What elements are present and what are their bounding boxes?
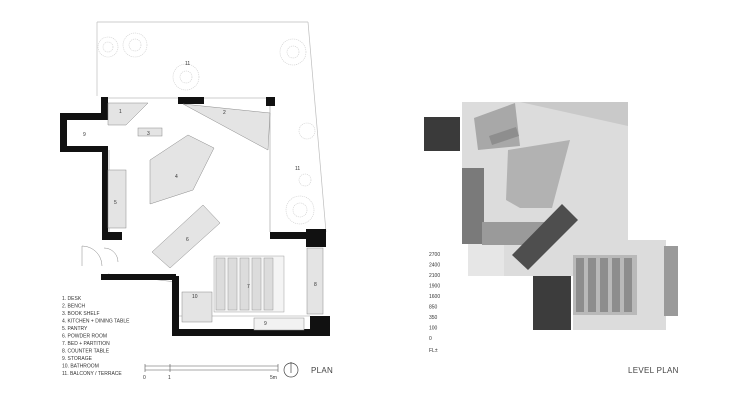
legend-item: 11. BALCONY / TERRACE xyxy=(62,371,122,377)
room-number-counter: 8 xyxy=(314,282,317,288)
scale-tick-1: 1 xyxy=(168,375,171,381)
kitchen-table xyxy=(149,134,215,205)
legend-item: 5. PANTRY xyxy=(62,326,88,332)
level-850: 850 xyxy=(429,305,438,311)
level-fl: FL± xyxy=(429,348,438,354)
room-number-powder: 6 xyxy=(186,237,189,243)
scale-tick-5m: 5m xyxy=(270,375,277,381)
level-0: 0 xyxy=(429,336,432,342)
site-boundary xyxy=(96,21,327,233)
powder-room xyxy=(151,204,221,269)
legend-item: 2. BENCH xyxy=(62,304,85,310)
room-numbers: 1 2 3 4 5 6 7 8 9 9 10 11 11 xyxy=(83,61,317,327)
level-plan-title: LEVEL PLAN xyxy=(628,366,679,375)
room-number-bench: 2 xyxy=(223,110,226,116)
tree-icon xyxy=(172,63,200,91)
north-arrow-icon xyxy=(283,362,299,378)
level-plan: 2700 2400 2100 1900 1600 850 350 100 0 F… xyxy=(424,102,679,375)
tree-icon xyxy=(122,32,148,58)
legend-item: 4. KITCHEN + DINING TABLE xyxy=(62,319,130,325)
level-diagonal-mid xyxy=(506,140,570,208)
room-number-book-shelf: 3 xyxy=(147,131,150,137)
level-bed-slats xyxy=(576,258,632,312)
plan-title: PLAN xyxy=(311,366,333,375)
level-100: 100 xyxy=(429,326,438,332)
level-desk-top xyxy=(489,127,519,145)
room-number-storage-bottom: 9 xyxy=(264,321,267,327)
room-number-bed: 7 xyxy=(247,284,250,290)
legend-item: 6. POWDER ROOM xyxy=(62,334,107,340)
legend-item: 3. BOOK SHELF xyxy=(62,311,100,317)
level-powder xyxy=(512,204,578,270)
legend-item: 10. BATHROOM xyxy=(62,364,99,370)
bed-partition xyxy=(213,255,285,313)
level-legend: 2700 2400 2100 1900 1600 850 350 100 0 F… xyxy=(429,252,440,354)
tree-icons xyxy=(97,32,316,225)
desk xyxy=(107,102,149,126)
tree-icon xyxy=(298,122,316,140)
walls xyxy=(60,97,330,336)
level-1600: 1600 xyxy=(429,294,440,300)
counter-table xyxy=(306,247,324,315)
level-storage-block xyxy=(424,117,460,151)
tree-icon xyxy=(97,36,119,58)
bathroom-fixture xyxy=(181,291,213,323)
level-upper-light xyxy=(462,102,628,126)
scale-tick-0: 0 xyxy=(143,375,146,381)
floor-plan: 1 2 3 4 5 6 7 8 9 9 10 11 11 1. DESK 2. … xyxy=(60,21,333,381)
legend-item: 9. STORAGE xyxy=(62,356,93,362)
plan-legend: 1. DESK 2. BENCH 3. BOOK SHELF 4. KITCHE… xyxy=(62,296,130,377)
tree-icon xyxy=(279,38,307,66)
furniture xyxy=(107,102,324,331)
book-shelf xyxy=(137,127,163,137)
room-number-desk: 1 xyxy=(119,109,122,115)
level-counter xyxy=(664,246,678,316)
bench xyxy=(182,103,271,151)
tree-icon xyxy=(285,195,315,225)
room-number-terrace-right: 11 xyxy=(295,166,300,172)
storage xyxy=(253,317,305,331)
room-number-bathroom: 10 xyxy=(192,294,198,300)
door-swings xyxy=(81,245,119,267)
level-1900: 1900 xyxy=(429,284,440,290)
scale-bar: 0 1 5m xyxy=(143,364,279,381)
room-number-kitchen: 4 xyxy=(175,174,178,180)
level-2400: 2400 xyxy=(429,263,440,269)
level-bathroom xyxy=(533,276,571,330)
legend-item: 8. COUNTER TABLE xyxy=(62,349,110,355)
room-number-pantry: 5 xyxy=(114,200,117,206)
tree-icon xyxy=(298,173,312,187)
room-number-terrace-top: 11 xyxy=(185,61,190,67)
level-2100: 2100 xyxy=(429,273,440,279)
level-350: 350 xyxy=(429,315,438,321)
legend-item: 7. BED + PARTITION xyxy=(62,341,110,347)
room-number-storage-top: 9 xyxy=(83,132,86,138)
pantry xyxy=(107,169,127,229)
level-floor-light xyxy=(468,244,504,276)
level-2700: 2700 xyxy=(429,252,440,258)
legend-item: 1. DESK xyxy=(62,296,82,302)
level-pantry xyxy=(462,168,484,244)
